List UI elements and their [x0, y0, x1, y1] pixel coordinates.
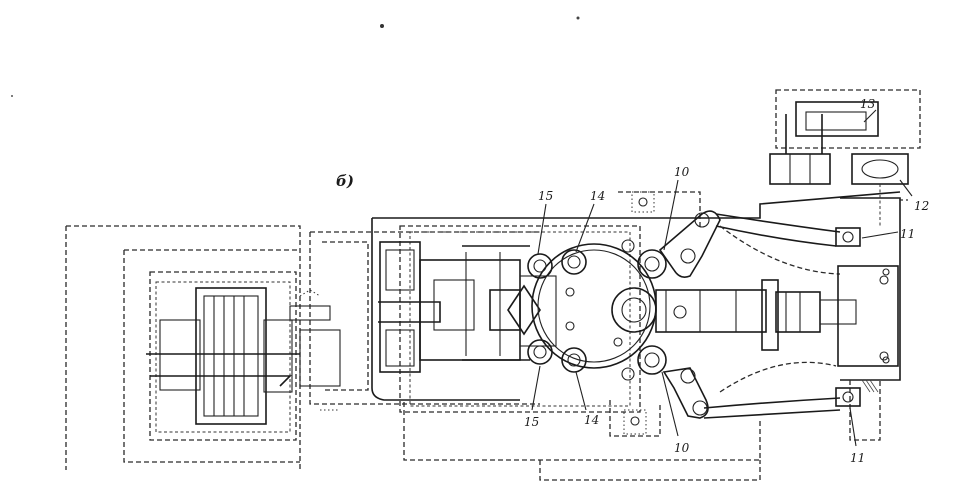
- control-unit: [769, 89, 921, 226]
- callout-12: 12: [914, 199, 929, 213]
- callout-14-bottom: 14: [584, 413, 599, 427]
- callout-11-top: 11: [900, 227, 915, 241]
- slide-assembly: [378, 241, 557, 373]
- fastening-details: [299, 191, 890, 435]
- toggle-levers: [658, 210, 721, 419]
- ram-extension: [655, 265, 899, 367]
- flywheel-assembly: [146, 287, 341, 425]
- connecting-rods: [703, 213, 841, 419]
- main-frame: [309, 191, 901, 481]
- callout-10-bottom: 10: [674, 441, 690, 455]
- gear-rollers: [527, 239, 667, 381]
- callout-13: 13: [860, 97, 876, 111]
- view-label: б): [336, 172, 354, 190]
- callout-15-top: 15: [538, 189, 553, 203]
- callout-15-bottom: 15: [524, 415, 539, 429]
- callout-14-top: 14: [590, 189, 605, 203]
- right-end-block: [835, 197, 908, 441]
- callout-11-bottom: 11: [850, 451, 865, 465]
- callout-10-top: 10: [674, 165, 690, 179]
- leader-lines: [531, 109, 913, 447]
- foundation-outline: [65, 225, 301, 470]
- scan-specks: [11, 16, 580, 97]
